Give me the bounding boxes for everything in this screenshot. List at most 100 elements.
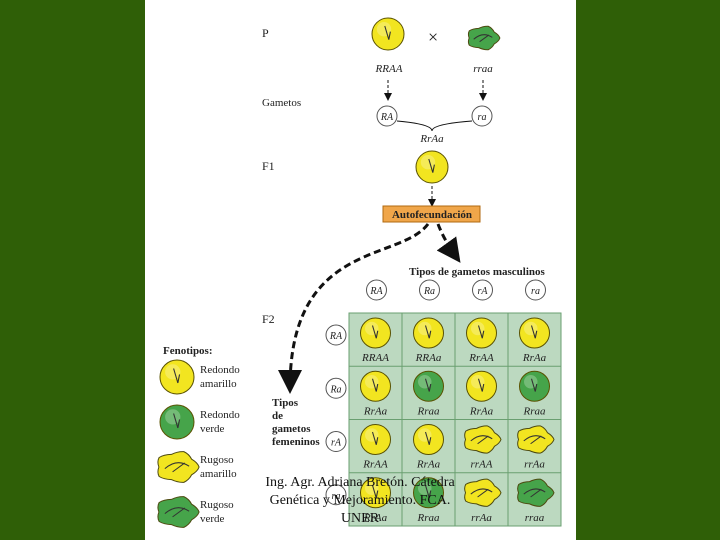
arrow-to-female-gametes — [278, 223, 430, 394]
cell-genotype: rrAA — [471, 459, 493, 471]
cell-genotype: RrAa — [363, 512, 388, 524]
parent-right-genotype: rraa — [473, 63, 493, 75]
cell-genotype: rraa — [525, 512, 545, 524]
cell-genotype: RRAa — [415, 352, 442, 364]
seed-round-yellow — [466, 317, 497, 349]
embryo-mark — [530, 325, 538, 339]
embryo-mark — [477, 378, 485, 392]
embryo-mark — [371, 378, 379, 392]
gamete-right-label: ra — [478, 112, 487, 123]
svg-text:Ra: Ra — [329, 384, 341, 395]
punnett-cell: Rraa — [413, 370, 444, 417]
credit-line-2: Genética y Mejoramiento. FCA. — [269, 493, 451, 508]
seed-round-yellow — [466, 370, 497, 402]
seed-round-green — [413, 477, 444, 509]
seed-wrinkled-green — [467, 25, 501, 51]
parent-round-yellow-seed — [371, 17, 405, 51]
cell-genotype: RrAa — [363, 405, 388, 417]
female-gamete-0: RA — [325, 324, 347, 346]
wrinkle-mark — [470, 488, 493, 498]
seed-round-yellow — [371, 17, 405, 51]
cell-genotype: Rraa — [417, 405, 441, 417]
label-gametes: Gametos — [262, 97, 301, 109]
punnett-cell: rraa — [517, 478, 555, 524]
punnett-cell: RrAa — [360, 477, 391, 524]
label-p: P — [262, 26, 269, 40]
cell-genotype: RrAA — [362, 459, 388, 471]
seed-wrinkled-green — [517, 478, 555, 507]
cross-symbol: × — [428, 27, 438, 47]
male-gametes-title: Tipos de gametos masculinos — [409, 266, 546, 278]
embryo-mark — [173, 368, 181, 384]
punnett-cell: rrAa — [464, 478, 502, 524]
legend-item-line2: amarillo — [200, 378, 237, 390]
seed-round-green — [413, 370, 444, 402]
seed-round-yellow — [519, 317, 550, 349]
seed-round-yellow — [413, 317, 444, 349]
embryo-mark — [371, 431, 379, 445]
wrinkle-mark — [523, 488, 546, 498]
credit-line-1: Ing. Agr. Adriana Bretón. Cátedra — [265, 475, 455, 490]
legend-item-line1: Rugoso — [200, 454, 234, 466]
seed-round-green — [159, 404, 195, 440]
female-gamete-2: rA — [325, 431, 347, 452]
cell-genotype: RrAA — [468, 352, 494, 364]
seed-round-yellow — [360, 424, 391, 455]
svg-text:ra: ra — [332, 491, 341, 502]
male-gamete-1: Ra — [419, 279, 440, 301]
punnett-grid-lines — [349, 313, 561, 526]
cell-genotype: rrAa — [524, 459, 545, 471]
cell-genotype: RrAa — [522, 352, 547, 364]
legend-item-line1: Redondo — [200, 409, 240, 421]
svg-text:Ra: Ra — [423, 286, 435, 297]
seed-round-yellow — [360, 317, 391, 349]
embryo-mark — [424, 325, 432, 339]
parent-left-genotype: RRAA — [375, 63, 403, 75]
gamete-circle-left — [376, 105, 398, 127]
punnett-cell: RRAA — [360, 317, 391, 364]
wrinkle-mark — [164, 507, 190, 518]
cell-genotype: RrAa — [469, 405, 494, 417]
cell-genotype: rrAa — [471, 512, 492, 524]
punnett-cell: Rraa — [519, 370, 550, 417]
punnett-cell: rrAA — [464, 425, 502, 471]
svg-text:rA: rA — [331, 438, 342, 449]
legend-item-line2: verde — [200, 423, 225, 435]
embryo-mark — [173, 413, 181, 429]
author-credit: Ing. Agr. Adriana Bretón. Cátedra Genéti… — [250, 474, 470, 528]
embryo-mark — [371, 325, 379, 339]
embryo-mark — [477, 325, 485, 339]
svg-text:RA: RA — [369, 286, 383, 297]
female-gamete-3: ra — [325, 484, 347, 506]
punnett-cell: RrAa — [413, 424, 444, 471]
punnett-cell: RrAA — [360, 424, 391, 471]
arrow-to-male-gametes — [436, 223, 461, 263]
embryo-mark — [530, 378, 538, 392]
punnett-cell: RrAa — [519, 317, 550, 364]
seed-round-yellow — [159, 359, 195, 395]
label-f1: F1 — [262, 159, 275, 173]
male-gamete-2: rA — [472, 279, 493, 301]
legend-title: Fenotipos: — [163, 345, 213, 357]
seed-round-yellow — [415, 150, 449, 184]
seed-wrinkled-green — [157, 496, 200, 528]
seed-wrinkled-yellow — [464, 478, 502, 507]
male-gamete-0: RA — [366, 279, 387, 301]
svg-text:RA: RA — [329, 331, 343, 342]
seed-round-yellow — [360, 370, 391, 402]
f1-round-yellow-seed — [415, 150, 449, 184]
legend-item-line1: Rugoso — [200, 499, 234, 511]
punnett-cell: RrAa — [360, 370, 391, 417]
wrinkle-mark — [523, 435, 546, 445]
cell-genotype: Rraa — [523, 405, 547, 417]
gamete-left-label: RA — [380, 112, 394, 123]
cell-genotype: Rraa — [417, 512, 441, 524]
seed-round-green — [519, 370, 550, 402]
credit-line-3: UNER — [340, 511, 380, 526]
